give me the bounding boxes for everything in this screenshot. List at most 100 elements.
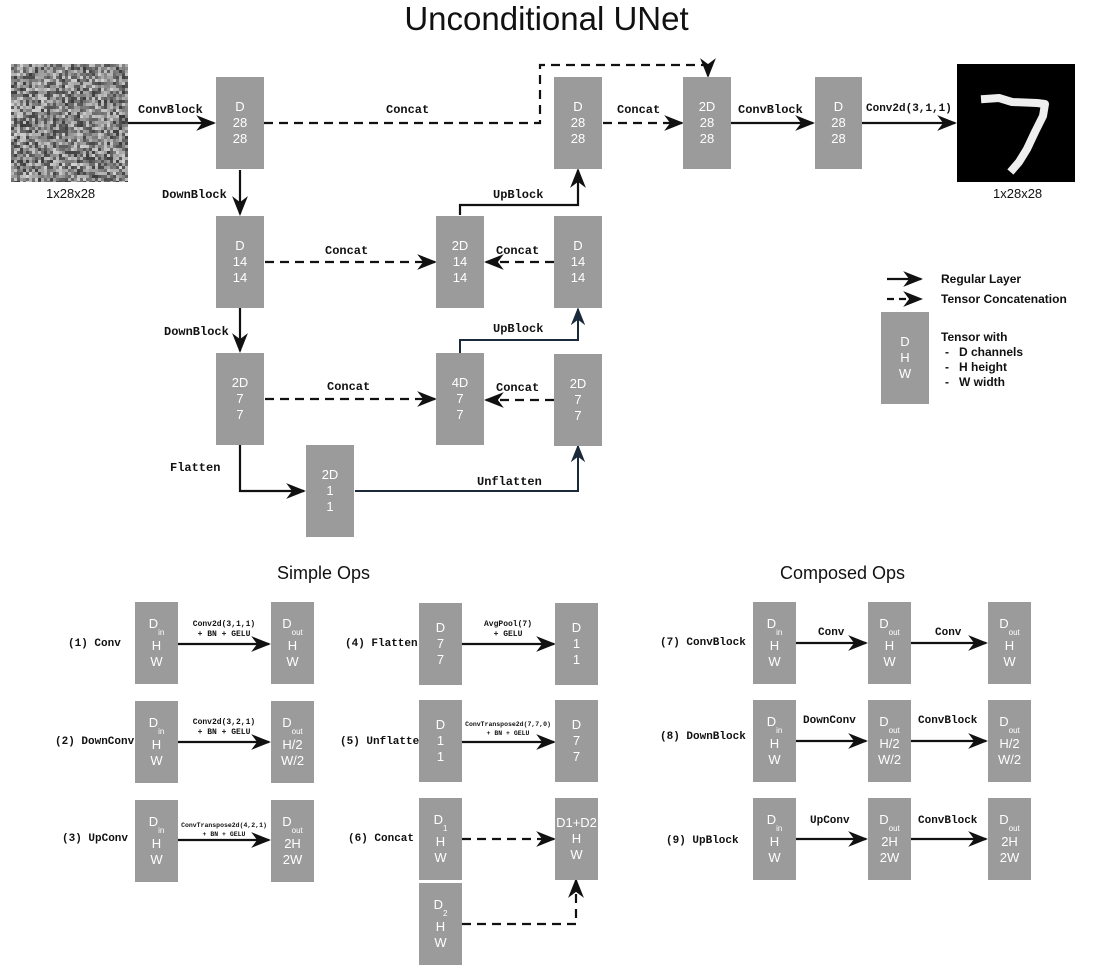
op7-box-3-line-1: W	[1003, 653, 1016, 669]
op6-in2-box-line-0: H	[435, 918, 446, 934]
op8-box-1-line-1: W	[768, 751, 781, 767]
op7-box-2-line-1: W	[883, 653, 896, 669]
op8-box-2-line-0: H/2	[879, 735, 900, 751]
op6-out-box-line-1: H	[571, 831, 582, 846]
op3-in-box-subscript: in	[158, 825, 165, 835]
input-caption: 1x28x28	[46, 186, 96, 201]
op3-in-box-line-1: W	[150, 851, 163, 867]
tensor-unflat-7-line-2: 7	[574, 408, 582, 423]
op9-box-2-line-0: 2H	[881, 833, 898, 849]
op2-out-box-line-1: W/2	[280, 752, 305, 768]
tensor-bottleneck-line-1: 1	[326, 483, 334, 498]
op5-label: ConvTranspose2d(7,7,0)+ BN + GELU	[462, 720, 554, 738]
op9-box-3-line-0: 2H	[1001, 833, 1018, 849]
op9-box-1-line-1: W	[768, 849, 781, 865]
op1-label: Conv2d(3,1,1)+ BN + GELU	[184, 620, 264, 640]
op7-box-2-line-0: H	[884, 637, 895, 653]
op1-out-box-subscript: out	[291, 627, 303, 637]
tensor-unflat-7-line-1: 7	[574, 392, 582, 407]
op6-out-box-line-2: W	[570, 847, 583, 862]
legend-concat-label: Tensor Concatenation	[941, 292, 1067, 306]
label-downblock-2: DownBlock	[164, 325, 229, 339]
op4-in-box-line-0: D	[435, 620, 446, 635]
op3-out-box-line-1: 2W	[282, 851, 303, 867]
op7-label-2: Conv	[935, 627, 962, 639]
label-convblock-in: ConvBlock	[138, 103, 203, 117]
op2-out-box-subscript: out	[291, 726, 303, 736]
simple-ops-title: Simple Ops	[277, 563, 371, 583]
legend-tensor-line-0: D	[900, 334, 910, 349]
op7-box-3-line-0: H	[1004, 637, 1015, 653]
tensor-enc-7-line-1: 7	[236, 391, 244, 406]
op5-in-box-line-0: D	[435, 717, 446, 732]
op7-box-1-channels: Din	[766, 616, 783, 637]
op2-in-box-line-0: H	[151, 736, 162, 752]
tensor-bottleneck-line-2: 1	[326, 499, 334, 514]
input-noise-image	[11, 64, 128, 182]
op4-out-box-line-2: 1	[572, 652, 581, 667]
label-concat-14-left: Concat	[325, 244, 369, 258]
legend-tensor-line-2: W	[898, 366, 912, 381]
arrow-upblock-1	[458, 168, 586, 215]
op1-in-box-line-1: W	[150, 653, 163, 669]
op8-label-2: ConvBlock	[918, 715, 978, 727]
op1-name: (1) Conv	[68, 638, 121, 650]
legend-tensor-line-1: H	[900, 350, 910, 365]
tensor-cat-7-line-1: 7	[456, 391, 464, 406]
op7-box-2-subscript: out	[888, 627, 900, 637]
op7-box-3-channels: Dout	[999, 616, 1020, 637]
tensor-enc-28-line-1: 28	[232, 115, 248, 130]
op8-box-3-line-1: W/2	[997, 751, 1022, 767]
op4-out-box-line-0: D	[571, 620, 582, 635]
label-downblock-1: DownBlock	[162, 188, 227, 202]
op2-label-line-0: Conv2d(3,2,1)	[192, 718, 256, 727]
label-convblock-out: ConvBlock	[738, 103, 803, 117]
op2-out-box-channels: Dout	[282, 715, 303, 736]
label-concat-14-right: Concat	[496, 244, 540, 258]
op9-label-2: ConvBlock	[918, 815, 978, 827]
op5-out-box-line-0: D	[571, 717, 582, 732]
op1-out-box-channels: Dout	[282, 616, 303, 637]
op9-box-3-line-1: 2W	[999, 849, 1020, 865]
legend-item-channels: - D channels	[945, 345, 1024, 359]
op1-in-box-channels: Din	[148, 616, 165, 637]
op5-label-line-0: ConvTranspose2d(7,7,0)	[465, 721, 551, 728]
tensor-cat-28-line-0: 2D	[698, 99, 716, 114]
tensor-cat-14-line-0: 2D	[451, 238, 469, 253]
op6-arrow-2	[462, 878, 584, 926]
label-concat-top: Concat	[386, 103, 430, 117]
op1-in-box-line-0: H	[151, 637, 162, 653]
op4-in-box-line-1: 7	[436, 636, 445, 651]
op6-name: (6) Concat	[348, 833, 415, 845]
tensor-up-14-line-2: 14	[570, 270, 586, 285]
op9-box-3-channels: Dout	[999, 812, 1020, 833]
tensor-bottleneck-line-0: 2D	[321, 467, 339, 482]
op8-box-2-channels: Dout	[879, 714, 900, 735]
op3-in-box-line-0: H	[151, 835, 162, 851]
op6-out-box-line-0: D1+D2	[556, 815, 597, 830]
op8-box-2-line-1: W/2	[877, 751, 902, 767]
tensor-enc-7-line-0: 2D	[231, 375, 249, 390]
op1-label-line-0: Conv2d(3,1,1)	[192, 620, 256, 629]
op9-box-1-subscript: in	[776, 823, 783, 833]
op3-out-box-channels: Dout	[282, 814, 303, 835]
op8-box-3-channels: Dout	[999, 714, 1020, 735]
op4-label-line-1: + GELU	[493, 630, 523, 639]
op7-box-2-channels: Dout	[879, 616, 900, 637]
